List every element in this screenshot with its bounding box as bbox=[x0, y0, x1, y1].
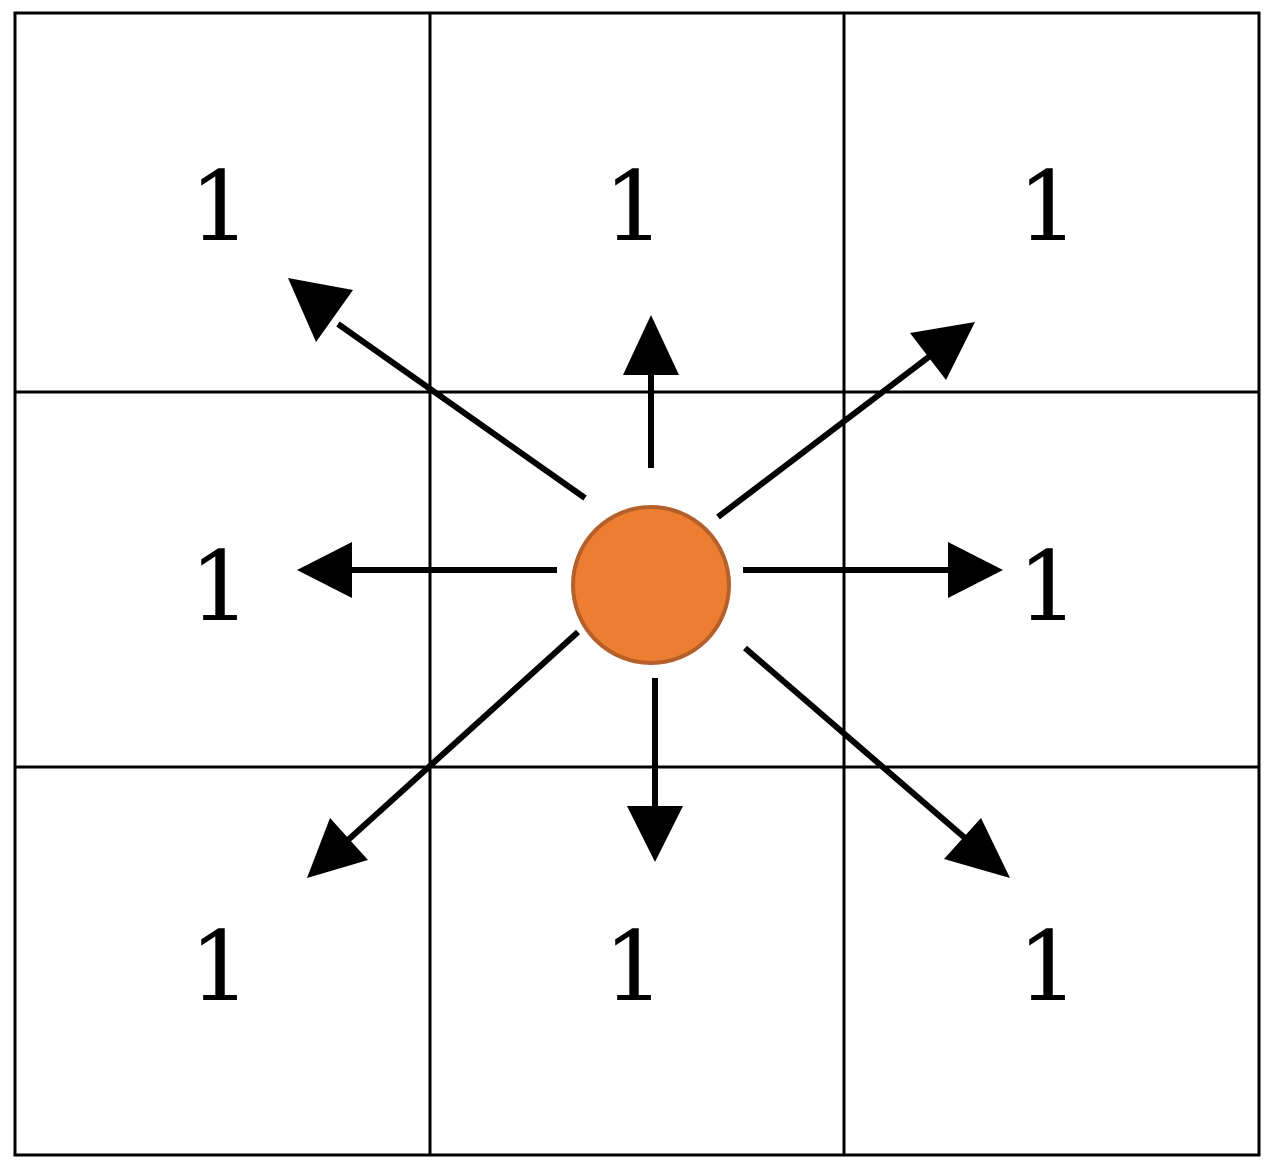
arrow-up-head bbox=[623, 315, 679, 375]
cell-value-r2c1: 1 bbox=[603, 911, 664, 1023]
cell-value-r0c0: 1 bbox=[189, 151, 250, 263]
arrow-down-right-head bbox=[944, 818, 1010, 878]
grid-border bbox=[13, 11, 1261, 1157]
arrow-up-right bbox=[716, 353, 932, 520]
arrow-down-head bbox=[627, 806, 683, 862]
cell-value-r1c0: 1 bbox=[189, 531, 250, 643]
arrow-up-left-head bbox=[288, 278, 353, 342]
arrow-down-right bbox=[743, 645, 967, 841]
arrow-left-head bbox=[297, 542, 352, 598]
cell-value-r2c0: 1 bbox=[189, 911, 250, 1023]
cell-value-r0c1: 1 bbox=[603, 151, 664, 263]
cell-value-r2c2: 1 bbox=[1017, 911, 1078, 1023]
cell-value-r1c2: 1 bbox=[1017, 531, 1078, 643]
grid bbox=[13, 11, 1261, 1157]
arrow-down-left bbox=[345, 629, 581, 843]
arrow-down-left-head bbox=[307, 818, 368, 878]
arrow-up-right-head bbox=[910, 322, 975, 380]
arrow-up-left bbox=[336, 321, 587, 501]
cell-value-r0c2: 1 bbox=[1017, 151, 1078, 263]
arrow-right-head bbox=[948, 542, 1003, 598]
cell-values: 1 1 1 1 1 1 1 1 bbox=[189, 151, 1078, 1023]
arrows bbox=[288, 278, 1010, 878]
center-node bbox=[571, 505, 731, 665]
